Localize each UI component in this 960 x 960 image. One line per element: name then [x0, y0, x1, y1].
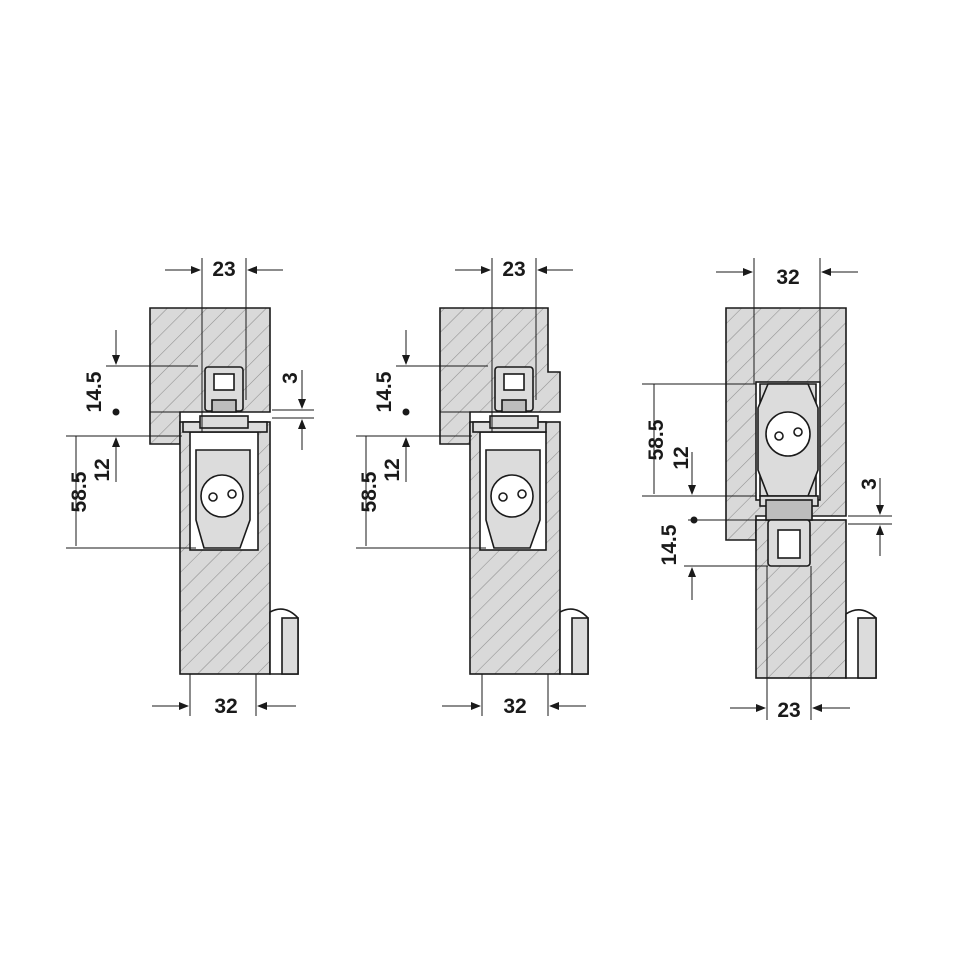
dimension-top-width: 23: [212, 258, 235, 281]
dimension-gap: 3: [858, 478, 881, 490]
dimension-left-a: 14.5: [373, 371, 396, 412]
dimension-left-b: 58.5: [358, 471, 381, 512]
dimension-bottom-width: 32: [214, 695, 237, 718]
dimension-left-a: 58.5: [645, 419, 668, 460]
adjusting-screw-icon: [765, 411, 811, 457]
dimension-left-a: 14.5: [83, 371, 106, 412]
adjusting-screw-icon: [200, 474, 244, 518]
dimension-top-width: 32: [776, 266, 799, 289]
dimension-left-c: 12: [91, 458, 114, 481]
adjusting-screw-icon: [490, 474, 534, 518]
diagram-2: 23 32 14.5 12 58.5: [356, 258, 589, 718]
diagram-1: 23 32 14.5 12 58.5 3: [66, 258, 314, 718]
dimension-gap: 3: [279, 372, 302, 384]
diagram-3: 32 23 58.5 12 14.5 3: [642, 258, 892, 722]
dimension-bottom-width: 23: [777, 699, 800, 722]
dimension-left-c: 12: [381, 458, 404, 481]
dimension-left-b: 58.5: [68, 471, 91, 512]
dimension-left-b: 12: [670, 446, 693, 469]
dimension-top-width: 23: [502, 258, 525, 281]
dimension-left-c: 14.5: [658, 524, 681, 565]
dimension-bottom-width: 32: [503, 695, 526, 718]
